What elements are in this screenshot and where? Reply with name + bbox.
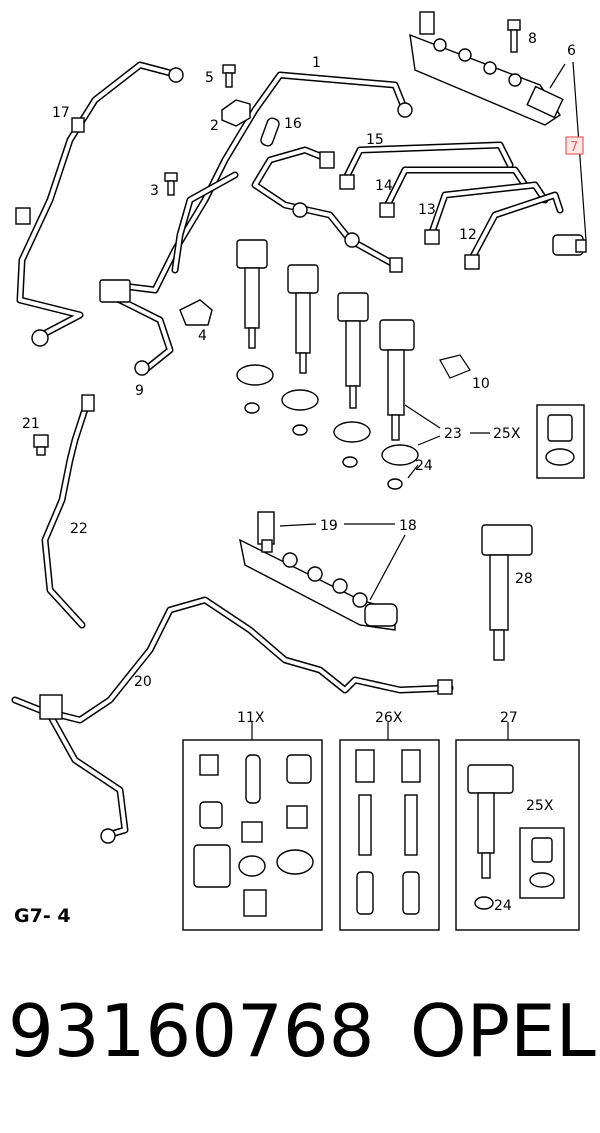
label-4: 4 (198, 328, 207, 344)
fuel-pipes-12-15 (339, 141, 564, 270)
bolt-21 (33, 434, 49, 456)
label-23: 23 (444, 426, 462, 442)
label-9: 9 (135, 383, 144, 399)
seals-and-washers (236, 364, 419, 490)
label-3: 3 (150, 183, 159, 199)
label-22: 22 (70, 521, 88, 537)
kit-box-26x (339, 722, 440, 931)
label-16: 16 (284, 116, 302, 132)
bolt-3 (164, 172, 178, 196)
page-code: G7- 4 (14, 905, 71, 927)
label-1: 1 (312, 55, 321, 71)
label-26x: 26X (375, 710, 403, 726)
label-6: 6 (567, 43, 576, 59)
clip-2 (221, 99, 251, 127)
label-19: 19 (320, 518, 338, 534)
label-28: 28 (515, 571, 533, 587)
hose-22 (41, 394, 95, 629)
repair-kit-25x-top (536, 404, 585, 479)
label-24-main: 24 (415, 458, 433, 474)
highlighted-part-7: 7 (565, 136, 584, 155)
pressure-sensor-7 (552, 234, 587, 256)
label-7: 7 (570, 140, 578, 155)
label-24-kit: 24 (494, 898, 512, 914)
label-5: 5 (205, 70, 214, 86)
label-18: 18 (399, 518, 417, 534)
bolt-5 (222, 64, 236, 88)
label-14: 14 (375, 178, 393, 194)
part-number: 93160768 (8, 989, 375, 1073)
sleeve-16 (260, 117, 280, 147)
label-12: 12 (459, 227, 477, 243)
clip-10 (439, 354, 471, 379)
label-25x-kit: 25X (526, 798, 554, 814)
exploded-parts-diagram: 1 2 3 4 5 6 7 8 9 10 12 13 14 15 16 17 1… (11, 11, 587, 931)
label-2: 2 (210, 118, 219, 134)
kit-box-11x (182, 722, 323, 931)
pressure-sensor-19 (257, 511, 275, 553)
fuel-rail-top (409, 11, 564, 126)
label-21: 21 (22, 416, 40, 432)
label-17: 17 (52, 105, 70, 121)
label-15: 15 (366, 132, 384, 148)
bolt-8 (507, 19, 521, 53)
brand-name: OPEL (410, 989, 596, 1073)
label-20: 20 (134, 674, 152, 690)
leak-off-line-20 (11, 596, 454, 844)
injector-28 (481, 524, 533, 661)
label-27: 27 (500, 710, 518, 726)
injectors-23 (236, 239, 415, 441)
label-11x: 11X (237, 710, 265, 726)
fuel-pipe-9 (99, 279, 174, 376)
label-25x-main: 25X (493, 426, 521, 442)
label-8: 8 (528, 31, 537, 47)
kit-box-27 (455, 722, 580, 931)
fuel-pipe-1 (111, 71, 413, 294)
bracket-4 (179, 299, 213, 326)
label-13: 13 (418, 202, 436, 218)
fuel-rail-18 (239, 538, 398, 631)
leak-off-hose-assembly (171, 146, 403, 274)
label-10: 10 (472, 376, 490, 392)
fuel-pipe-17 (15, 61, 184, 347)
